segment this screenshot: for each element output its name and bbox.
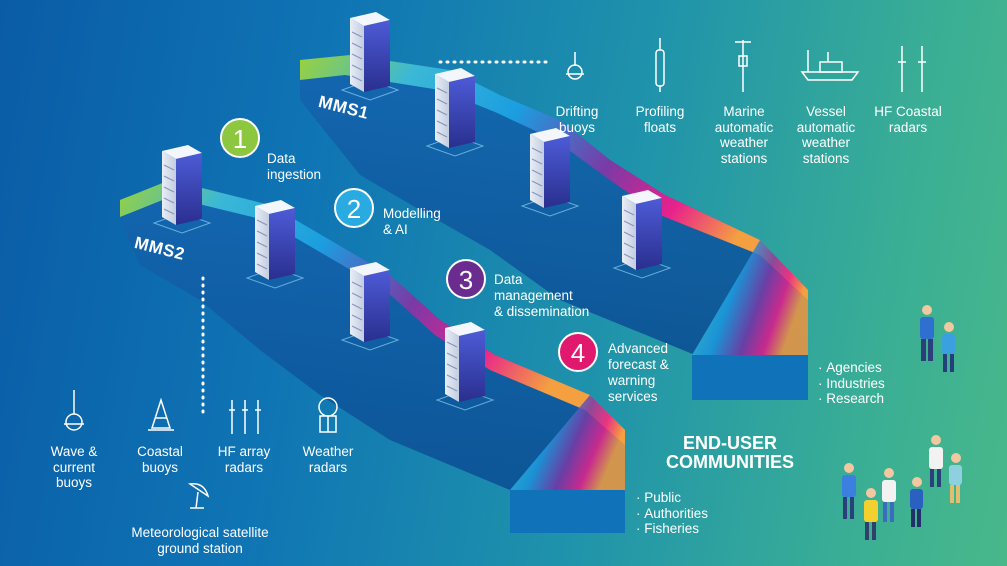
server-icon xyxy=(425,68,485,157)
list-item: Industries xyxy=(818,376,885,392)
server-icon xyxy=(435,322,495,411)
drifting-buoy-icon xyxy=(566,52,584,80)
end-user-group-2: Public Authorities Fisheries xyxy=(636,490,708,537)
hf-array-radar-icon xyxy=(229,400,261,434)
weather-radar-icon xyxy=(318,397,338,433)
server-icon xyxy=(245,200,305,289)
people-group-top-icon xyxy=(920,305,955,372)
end-user-group-1: Agencies Industries Research xyxy=(818,360,885,407)
step-3-badge: 3 xyxy=(446,259,486,299)
server-icon xyxy=(152,145,212,234)
list-item: Agencies xyxy=(818,360,885,376)
coastal-buoy-icon xyxy=(148,398,174,431)
list-item: Public xyxy=(636,490,708,506)
marine-weather-station-icon xyxy=(735,40,751,92)
server-icon xyxy=(340,262,400,351)
server-icon xyxy=(520,128,580,217)
satellite-dish-icon xyxy=(187,483,210,509)
profiling-float-icon xyxy=(655,38,665,92)
step-2-label: Modelling& AI xyxy=(383,206,441,237)
server-icon xyxy=(340,12,400,101)
servers xyxy=(152,12,672,411)
list-item: Authorities xyxy=(636,506,708,522)
list-item: Research xyxy=(818,391,885,407)
server-icon xyxy=(612,190,672,279)
hf-coastal-radar-icon xyxy=(898,46,926,92)
people-group-bottom-icon xyxy=(842,435,962,540)
step-1-badge: 1 xyxy=(220,118,260,158)
vessel-icon xyxy=(800,50,860,81)
wave-buoy-icon xyxy=(64,390,84,431)
step-2-badge: 2 xyxy=(334,188,374,228)
step-4-badge: 4 xyxy=(558,332,598,372)
list-item: Fisheries xyxy=(636,521,708,537)
